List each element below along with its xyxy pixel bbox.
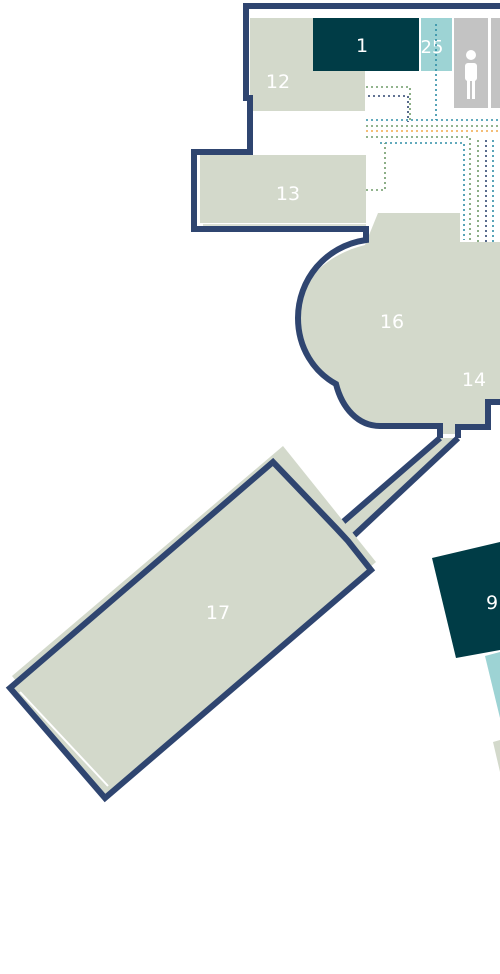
room-1[interactable] [313, 18, 419, 71]
rotunda-east-wall [455, 399, 500, 438]
room-17[interactable] [5, 457, 376, 803]
room-14-label: 14 [462, 369, 486, 391]
room-17-inner-edge [19, 691, 109, 787]
room-light-teal[interactable] [485, 652, 500, 718]
room-9-label: 9 [486, 592, 498, 614]
corridor-wall-north [334, 435, 442, 531]
room-25-label: 25 [421, 37, 444, 58]
corridor-wall-south [345, 435, 461, 544]
corridor-shadow [334, 438, 448, 536]
room-east-sage[interactable] [493, 740, 500, 772]
north-wing-wall [191, 3, 500, 240]
room-12-label: 12 [266, 71, 290, 93]
rotunda-area: 16 14 [294, 213, 500, 438]
room-16-fill[interactable] [298, 213, 500, 434]
room-16-label: 16 [380, 311, 404, 333]
restroom-edge [491, 18, 500, 108]
connector-corridor [334, 435, 461, 544]
person-icon [465, 50, 477, 99]
east-building: 9 [432, 542, 500, 772]
room-9[interactable] [432, 542, 500, 658]
room-17-group: 17 [5, 446, 376, 803]
rotunda-wall [294, 234, 443, 438]
room-13-label: 13 [276, 183, 300, 205]
room-1-label: 1 [356, 35, 368, 57]
room-13-area[interactable] [200, 155, 366, 223]
north-wing: 1 25 12 13 [191, 3, 500, 285]
room-17-label: 17 [206, 602, 230, 624]
